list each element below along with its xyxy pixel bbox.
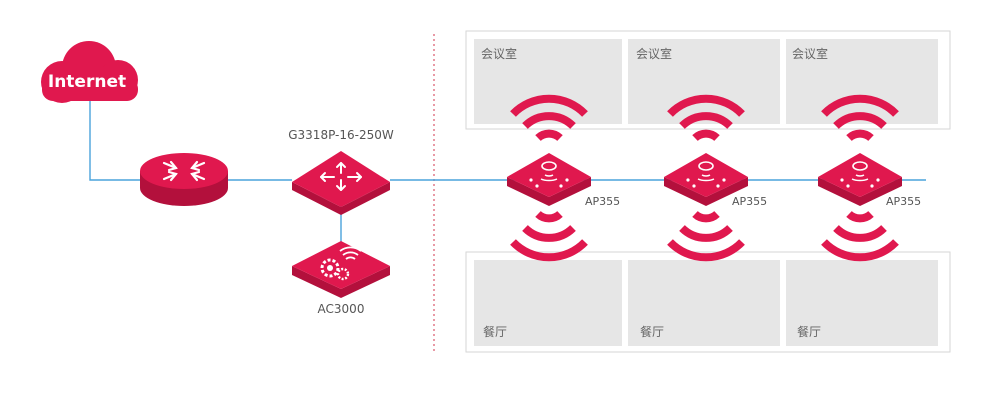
dining-room: 餐厅 <box>474 260 622 346</box>
wifi-ap-icon <box>664 153 748 206</box>
meeting-room-label: 会议室 <box>792 46 828 61</box>
access-point: AP355 <box>664 94 767 262</box>
core-router <box>140 153 228 206</box>
ap-label: AP355 <box>732 195 767 208</box>
signal-down-icon <box>667 210 745 262</box>
internet-cloud: Internet <box>41 41 138 103</box>
dining-room-label: 餐厅 <box>640 324 664 339</box>
dining-room-label: 餐厅 <box>797 324 821 339</box>
access-point: AP355 <box>507 94 620 262</box>
dining-room: 餐厅 <box>628 260 780 346</box>
ap-label: AP355 <box>585 195 620 208</box>
poe-switch: G3318P-16-250W <box>288 128 394 215</box>
signal-up-icon <box>510 94 588 142</box>
wifi-ap-icon <box>818 153 902 206</box>
dining-panel <box>465 251 951 353</box>
switch-arrows-icon <box>320 162 362 191</box>
controller-label: AC3000 <box>318 302 365 316</box>
wireless-controller: AC3000 <box>292 241 390 316</box>
switch-label: G3318P-16-250W <box>288 128 394 142</box>
dining-room-label: 餐厅 <box>483 324 507 339</box>
signal-up-icon <box>821 94 899 142</box>
meeting-room: 会议室 <box>474 39 622 124</box>
dining-room: 餐厅 <box>786 260 938 346</box>
wifi-ap-icon <box>507 153 591 206</box>
link-internet-router <box>89 100 140 181</box>
ap-label: AP355 <box>886 195 921 208</box>
signal-up-icon <box>667 94 745 142</box>
gears-wifi-icon <box>320 246 362 281</box>
meeting-room-label: 会议室 <box>481 46 517 61</box>
meeting-panel <box>465 30 951 130</box>
signal-down-icon <box>510 210 588 262</box>
internet-label: Internet <box>48 72 126 92</box>
meeting-room: 会议室 <box>786 39 938 124</box>
meeting-room-label: 会议室 <box>636 46 672 61</box>
signal-down-icon <box>821 210 899 262</box>
meeting-room: 会议室 <box>628 39 780 124</box>
access-point: AP355 <box>818 94 921 262</box>
router-arrows-icon <box>162 160 206 182</box>
cloud-icon <box>41 41 138 103</box>
